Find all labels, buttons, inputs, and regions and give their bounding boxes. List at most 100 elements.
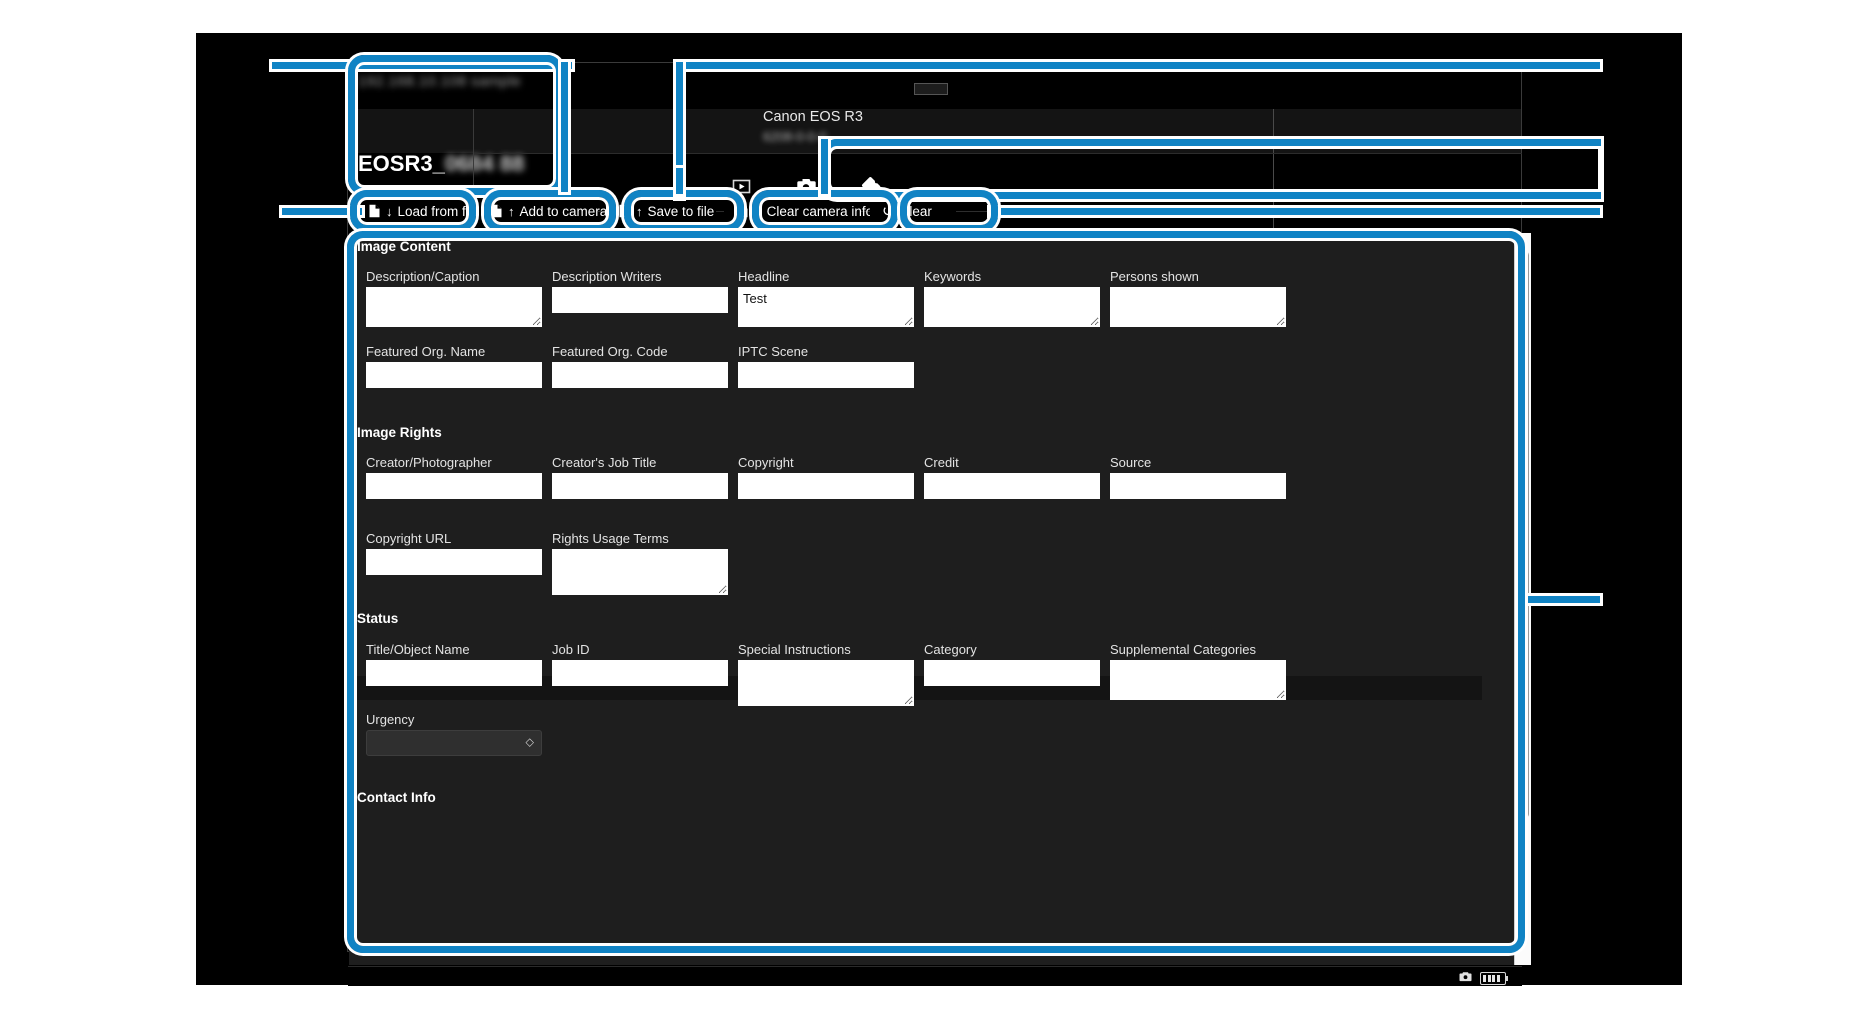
input-special-instructions[interactable] [738, 660, 914, 706]
label-urgency: Urgency [366, 712, 415, 727]
field-rights-usage-terms: Rights Usage Terms [552, 531, 728, 595]
metadata-scrollbar[interactable]: ▲ [1514, 233, 1531, 965]
input-urgency[interactable] [366, 730, 542, 756]
field-iptc-scene: IPTC Scene [738, 344, 914, 388]
load-from-file-glyph: ↓ [386, 203, 393, 219]
field-supplemental-categories: Supplemental Categories [1110, 642, 1286, 700]
load-from-file-button[interactable]: ↓ Load from file [356, 196, 479, 226]
filename-suffix: 0684 88 [444, 151, 525, 176]
add-to-camera-button[interactable]: ↑ Add to camera [478, 196, 607, 226]
label-iptc-scene: IPTC Scene [738, 344, 809, 359]
section-image-content: Image Content [357, 239, 451, 254]
input-copyright-url[interactable] [366, 549, 542, 575]
input-persons-shown[interactable] [1110, 287, 1286, 327]
input-featured-org-name[interactable] [366, 362, 542, 388]
save-to-file-label: Save to file [647, 203, 715, 219]
label-persons-shown: Persons shown [1110, 269, 1199, 284]
field-source: Source [1110, 455, 1286, 499]
label-title-object-name: Title/Object Name [366, 642, 470, 657]
label-headline: Headline [738, 269, 790, 284]
load-from-file-label: Load from file [397, 203, 480, 219]
label-creators-job-title: Creator's Job Title [552, 455, 657, 470]
label-special-instructions: Special Instructions [738, 642, 851, 657]
camera-model-label: Canon EOS R3 [763, 109, 863, 125]
clear-camera-info-label: Clear camera info [766, 203, 874, 219]
file-up-icon [619, 204, 630, 218]
field-creator-photographer: Creator/Photographer [366, 455, 542, 499]
input-credit[interactable] [924, 473, 1100, 499]
clear-label: Clear [899, 203, 932, 219]
input-creators-job-title[interactable] [552, 473, 728, 499]
save-to-file-button[interactable]: ↑ Save to file [606, 196, 716, 226]
section-image-rights: Image Rights [357, 425, 442, 440]
label-featured-org-name: Featured Org. Name [366, 344, 486, 359]
tag-icon [861, 176, 883, 197]
battery-full-icon [1480, 971, 1508, 985]
input-featured-org-code[interactable] [552, 362, 728, 388]
play-box-icon [732, 177, 751, 196]
label-source: Source [1110, 455, 1152, 470]
filename-prefix: EOSR3_ [358, 151, 445, 176]
status-indicators [1459, 969, 1508, 987]
clear-camera-info-button[interactable]: × Clear camera info [724, 196, 873, 226]
input-rights-usage-terms[interactable] [552, 549, 728, 595]
minimize-button[interactable] [914, 83, 948, 95]
input-source[interactable] [1110, 473, 1286, 499]
camera-info-row [348, 109, 1521, 153]
clear-button[interactable]: ↺ Clear [870, 196, 956, 226]
file-down-icon [369, 204, 380, 218]
file-x-icon [737, 204, 748, 218]
field-featured-org-name: Featured Org. Name [366, 344, 542, 388]
camera-status-bar [348, 966, 1522, 986]
section-contact-info: Contact Info [357, 790, 436, 805]
input-iptc-scene[interactable] [738, 362, 914, 388]
input-description-caption[interactable] [366, 287, 542, 327]
field-keywords: Keywords [924, 269, 1100, 327]
field-urgency: Urgency ◇ [366, 712, 542, 756]
input-job-id[interactable] [552, 660, 728, 686]
label-featured-org-code: Featured Org. Code [552, 344, 668, 359]
input-title-object-name[interactable] [366, 660, 542, 686]
input-supplemental-categories[interactable] [1110, 660, 1286, 700]
field-featured-org-code: Featured Org. Code [552, 344, 728, 388]
clear-camera-info-glyph: × [754, 203, 762, 219]
scrollbar-thumb[interactable] [1518, 250, 1529, 819]
input-copyright[interactable] [738, 473, 914, 499]
field-headline: Headline [738, 269, 914, 327]
urgency-select-wrapper: ◇ [366, 730, 542, 756]
input-keywords[interactable] [924, 287, 1100, 327]
horizontal-divider [474, 153, 1522, 154]
label-job-id: Job ID [552, 642, 590, 657]
metadata-scroll-panel: Image Content Description/Caption Descri… [349, 233, 1514, 965]
label-credit: Credit [924, 455, 959, 470]
camera-serial-label: 6208-0-0-0 [763, 129, 827, 144]
field-persons-shown: Persons shown [1110, 269, 1286, 327]
label-copyright-url: Copyright URL [366, 531, 452, 546]
field-copyright-url: Copyright URL [366, 531, 542, 575]
label-category: Category [924, 642, 977, 657]
field-credit: Credit [924, 455, 1100, 499]
field-special-instructions: Special Instructions [738, 642, 914, 706]
field-job-id: Job ID [552, 642, 728, 686]
label-rights-usage-terms: Rights Usage Terms [552, 531, 669, 546]
scroll-up-arrow-icon[interactable]: ▲ [1518, 235, 1528, 246]
label-creator-photographer: Creator/Photographer [366, 455, 492, 470]
camera-tab[interactable] [783, 163, 829, 209]
reset-icon: ↺ [882, 202, 895, 220]
file-up-camera-icon [491, 204, 502, 218]
image-filename: EOSR3_0684 88 [358, 151, 524, 177]
input-description-writers[interactable] [552, 287, 728, 313]
input-creator-photographer[interactable] [366, 473, 542, 499]
field-category: Category [924, 642, 1100, 686]
camera-icon [1459, 969, 1472, 987]
save-to-file-glyph: ↑ [636, 203, 643, 219]
input-headline[interactable] [738, 287, 914, 327]
camera-icon [795, 176, 817, 196]
input-category[interactable] [924, 660, 1100, 686]
camera-ip-label: 192.168.10.108 sample [358, 73, 522, 90]
field-copyright: Copyright [738, 455, 914, 499]
add-to-camera-label: Add to camera [519, 203, 608, 219]
field-description-writers: Description Writers [552, 269, 728, 313]
label-description-caption: Description/Caption [366, 269, 480, 284]
